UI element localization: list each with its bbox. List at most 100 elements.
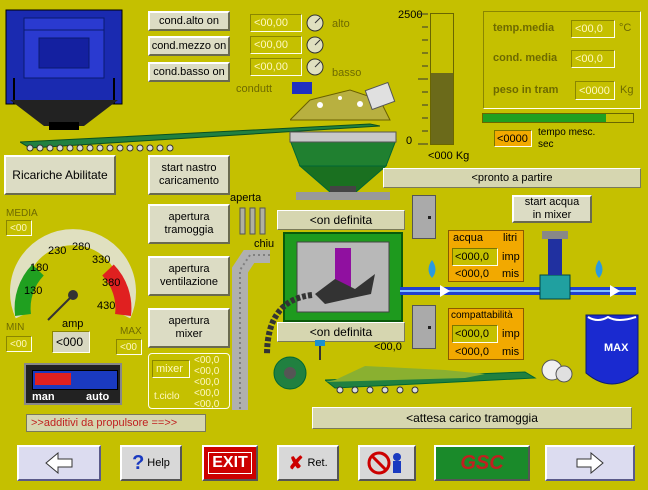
status-pronto: <pronto a partire (383, 168, 641, 188)
mixer-value-2: <00,0 (194, 366, 220, 377)
acqua-unit-1: imp (502, 251, 520, 263)
acqua-unit-2: mis (502, 268, 520, 280)
min-value: <00 (6, 336, 32, 352)
forward-button[interactable] (545, 445, 635, 481)
mixer-label: mixer (152, 360, 190, 378)
exit-button[interactable]: EXIT (202, 445, 258, 481)
gauge-tick-180: 180 (30, 262, 49, 274)
cond-basso-value: <00,00 (250, 58, 302, 76)
additivi-banner: >>additivi da propulsore ==>> (26, 414, 206, 432)
temp-label: temp.media (493, 22, 555, 34)
silo-structure (4, 8, 124, 105)
cond-basso-button[interactable]: cond.basso on (148, 62, 230, 82)
ret-button[interactable]: ✘ Ret. (277, 445, 339, 481)
apertura-mixer-button[interactable]: apertura mixer (148, 308, 230, 348)
comp-unit-2: mis (502, 346, 520, 358)
cond-mezzo-button[interactable]: cond.mezzo on (148, 36, 230, 56)
maintenance-button[interactable] (358, 445, 416, 481)
cond-alto-value: <00,00 (250, 14, 302, 32)
hopper (286, 130, 400, 210)
acqua-value-2: <000,0 (455, 268, 489, 280)
door-top-icon (412, 195, 436, 239)
comp-title: compattabilità (451, 310, 513, 321)
ventilation-duct (210, 247, 300, 430)
start-acqua-button[interactable]: start acqua in mixer (512, 195, 592, 223)
alto-label: alto (332, 18, 350, 30)
probe-icon (313, 340, 327, 360)
cond-media-value: <00,0 (571, 50, 615, 68)
gsc-label: GSC (460, 451, 504, 474)
apertura-ventilazione-button[interactable]: apertura ventilazione (148, 256, 230, 296)
chiu-label: chiu (254, 238, 275, 250)
comp-value-2: <000,0 (455, 346, 489, 358)
help-button[interactable]: ? Help (120, 445, 182, 481)
door-bottom-icon (412, 305, 436, 349)
man-label: man (32, 391, 55, 403)
tempo-label: tempo mesc. sec (538, 127, 596, 150)
scale-fill (431, 72, 453, 144)
scale-unit-label: <000 Kg (428, 150, 470, 162)
man-auto-switch[interactable]: man auto (24, 363, 122, 405)
gauge-tick-380: 380 (102, 277, 121, 289)
arrow-left-icon (45, 452, 73, 474)
gauge-tick-230: 230 (48, 245, 67, 257)
no-entry-worker-icon (367, 451, 401, 475)
cond-dial-basso-icon (305, 57, 325, 82)
comp-value-1: <000,0 (452, 325, 498, 343)
back-button[interactable] (17, 445, 101, 481)
media-value: <00 (6, 220, 32, 236)
water-drop-right-icon (592, 260, 606, 283)
amp-label: amp (62, 318, 84, 330)
cross-icon: ✘ (288, 452, 304, 473)
material-pile (288, 80, 400, 140)
temp-value: <00,0 (571, 20, 615, 38)
mixer-unit (283, 232, 403, 322)
ricariche-abilitate-button[interactable]: Ricariche Abilitate (4, 155, 116, 195)
cond-media-label: cond. media (493, 52, 558, 64)
amp-gauge (8, 220, 138, 340)
mid-small-value: <00,0 (374, 341, 402, 353)
fan-motor (272, 355, 308, 391)
tempo-progress-fill (483, 114, 606, 122)
help-label: Help (147, 457, 170, 469)
scale-ticks (418, 13, 428, 145)
water-drop-left-icon (425, 260, 439, 283)
info-panel (483, 11, 641, 109)
gauge-tick-130: 130 (24, 285, 43, 297)
peso-label: peso in tram (493, 84, 559, 96)
tempo-value: <0000 (494, 130, 532, 147)
tank-max-label: MAX (604, 342, 629, 354)
max-label: MAX (120, 326, 142, 337)
max-value: <00 (116, 339, 142, 355)
basso-label: basso (332, 67, 362, 79)
mixer-panel (148, 353, 230, 409)
scale-bottom-label: 0 (406, 135, 413, 147)
gate-sensors (238, 204, 272, 238)
silo-legs (4, 100, 124, 130)
cond-alto-button[interactable]: cond.alto on (148, 11, 230, 31)
temp-unit: °C (619, 22, 632, 34)
start-nastro-button[interactable]: start nastro caricamento (148, 155, 230, 195)
peso-value: <0000 (575, 81, 615, 100)
loading-conveyor (18, 118, 381, 154)
min-label: MIN (6, 322, 25, 333)
gsc-logo-button[interactable]: GSC (434, 445, 530, 481)
scale-bar (430, 13, 454, 145)
gauge-tick-330: 330 (92, 254, 111, 266)
aperta-label: aperta (230, 192, 262, 204)
apertura-tramoggia-button[interactable]: apertura tramoggia (148, 204, 230, 244)
status-definita-top: <on definita (277, 210, 405, 230)
ret-label: Ret. (307, 457, 328, 469)
tciclo-label: t.ciclo (154, 391, 180, 402)
cond-dial-mezzo-icon (305, 35, 325, 60)
discharge-spray (538, 352, 578, 388)
arrow-right-icon (576, 452, 604, 474)
acqua-title: acqua (453, 232, 483, 244)
comp-unit-1: imp (502, 328, 520, 340)
gauge-tick-280: 280 (72, 241, 91, 253)
cond-dial-alto-icon (305, 13, 325, 38)
amp-value: <000 (52, 331, 90, 353)
transmission-chain (262, 290, 322, 360)
auto-label: auto (86, 391, 110, 403)
gauge-tick-430: 430 (97, 300, 116, 312)
